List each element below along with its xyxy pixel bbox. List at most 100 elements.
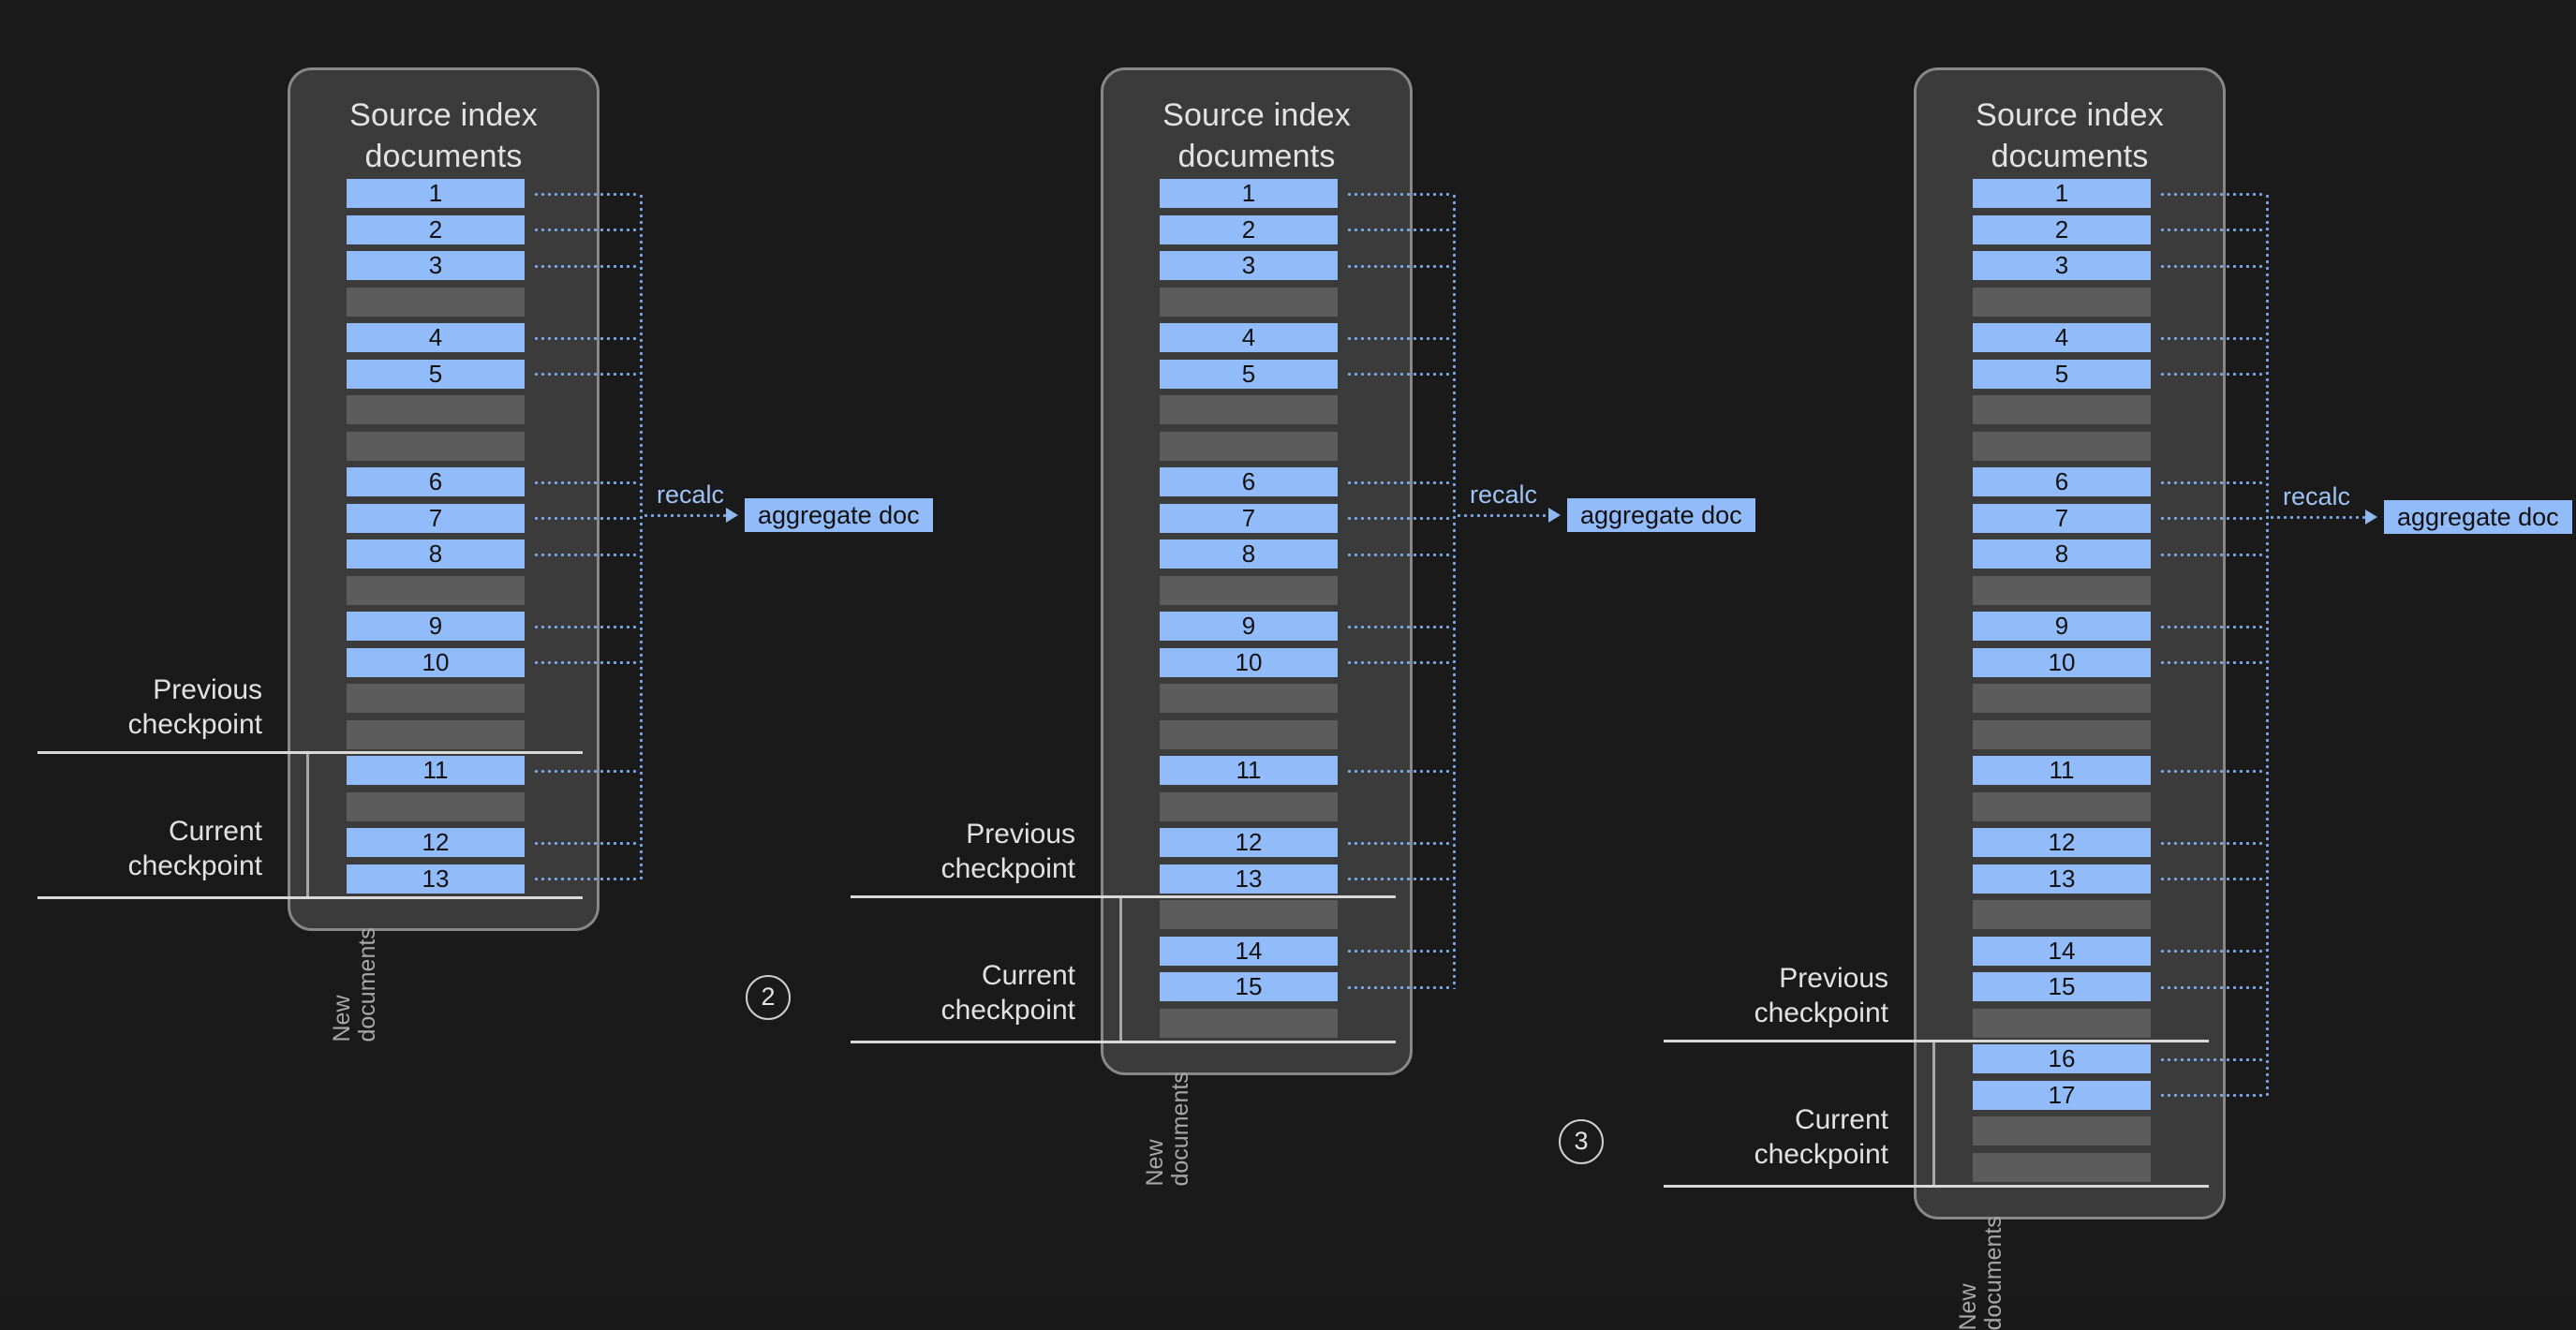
document-row: 11 — [1973, 756, 2151, 785]
new-documents-label: New documents — [1956, 1186, 2006, 1330]
new-documents-label: New documents — [1143, 1042, 1193, 1187]
document-connector-line — [2159, 229, 2266, 231]
document-row: 8 — [1973, 539, 2151, 569]
document-row: 2 — [1160, 215, 1338, 244]
recalc-arrow-line — [2269, 516, 2366, 519]
previous-checkpoint-rule — [1664, 1040, 2209, 1042]
document-row: 11 — [1160, 756, 1338, 785]
deleted-slot-row — [1160, 432, 1338, 461]
document-connector-line — [533, 661, 640, 664]
recalc-arrowhead-icon — [2365, 510, 2377, 525]
previous-checkpoint-rule — [851, 895, 1396, 898]
document-connector-line — [2159, 481, 2266, 484]
deleted-slot-row — [347, 720, 525, 749]
document-connector-line — [1346, 337, 1453, 340]
document-connector-line — [2159, 661, 2266, 664]
deleted-slot-row — [1973, 1009, 2151, 1038]
document-connector-line — [1346, 373, 1453, 376]
deleted-slot-row — [1160, 288, 1338, 317]
recalc-arrow-line — [1456, 514, 1549, 517]
recalc-label: recalc — [2283, 482, 2350, 510]
document-connector-line — [1346, 193, 1453, 196]
document-row: 14 — [1973, 937, 2151, 966]
document-row: 12 — [1973, 828, 2151, 857]
document-connector-line — [533, 193, 640, 196]
document-connector-line — [533, 481, 640, 484]
document-connector-line — [1346, 986, 1453, 989]
deleted-slot-row — [347, 432, 525, 461]
deleted-slot-row — [1160, 684, 1338, 713]
document-connector-line — [1346, 661, 1453, 664]
document-row: 8 — [347, 539, 525, 569]
document-connector-line — [533, 337, 640, 340]
document-connector-line — [1346, 229, 1453, 231]
deleted-slot-row — [1973, 1116, 2151, 1145]
document-connector-line — [2159, 554, 2266, 556]
new-documents-label: New documents — [330, 897, 380, 1042]
previous-checkpoint-rule — [37, 751, 583, 754]
document-row: 4 — [1973, 323, 2151, 352]
deleted-slot-row — [1973, 432, 2151, 461]
document-connector-line — [533, 554, 640, 556]
document-row: 1 — [1160, 179, 1338, 208]
document-connector-line — [533, 265, 640, 268]
deleted-slot-row — [1973, 576, 2151, 605]
document-row: 9 — [1973, 612, 2151, 641]
document-row: 4 — [347, 323, 525, 352]
recalc-label: recalc — [657, 480, 724, 509]
document-connector-line — [1346, 770, 1453, 773]
document-row: 4 — [1160, 323, 1338, 352]
previous-checkpoint-label: Previous checkpoint — [1607, 961, 1888, 1030]
document-connector-line — [1346, 481, 1453, 484]
document-row: 17 — [1973, 1081, 2151, 1110]
document-row: 3 — [1973, 251, 2151, 280]
document-row: 6 — [347, 467, 525, 496]
aggregate-doc-box: aggregate doc — [1567, 498, 1755, 532]
document-connector-line — [2159, 770, 2266, 773]
document-row: 10 — [1973, 648, 2151, 677]
aggregation-bus-line — [640, 193, 643, 881]
document-row: 15 — [1160, 972, 1338, 1001]
deleted-slot-row — [347, 684, 525, 713]
current-checkpoint-rule — [851, 1041, 1396, 1043]
deleted-slot-row — [1973, 288, 2151, 317]
current-checkpoint-label: Current checkpoint — [794, 958, 1075, 1027]
document-connector-line — [1346, 517, 1453, 520]
deleted-slot-row — [1973, 792, 2151, 821]
recalc-arrow-line — [643, 514, 727, 517]
document-connector-line — [2159, 373, 2266, 376]
document-row: 2 — [347, 215, 525, 244]
document-connector-line — [2159, 842, 2266, 845]
document-row: 13 — [1160, 864, 1338, 894]
document-connector-line — [2159, 337, 2266, 340]
document-row: 7 — [347, 504, 525, 533]
deleted-slot-row — [1160, 792, 1338, 821]
document-connector-line — [1346, 950, 1453, 953]
document-connector-line — [533, 770, 640, 773]
document-row: 13 — [347, 864, 525, 894]
deleted-slot-row — [1973, 684, 2151, 713]
panel-title: Source index documents — [1103, 95, 1410, 177]
document-row: 14 — [1160, 937, 1338, 966]
document-row: 6 — [1160, 467, 1338, 496]
document-row: 12 — [347, 828, 525, 857]
deleted-slot-row — [347, 288, 525, 317]
document-row: 7 — [1160, 504, 1338, 533]
document-row: 9 — [347, 612, 525, 641]
document-row: 3 — [1160, 251, 1338, 280]
document-connector-line — [2159, 265, 2266, 268]
deleted-slot-row — [1973, 395, 2151, 424]
current-checkpoint-label: Current checkpoint — [1607, 1102, 1888, 1172]
document-connector-line — [533, 878, 640, 880]
document-row: 5 — [347, 360, 525, 389]
aggregation-bus-line — [2266, 193, 2269, 1098]
document-row: 11 — [347, 756, 525, 785]
previous-checkpoint-label: Previous checkpoint — [794, 817, 1075, 886]
document-connector-line — [2159, 193, 2266, 196]
deleted-slot-row — [1160, 720, 1338, 749]
recalc-arrowhead-icon — [726, 508, 738, 523]
recalc-label: recalc — [1470, 480, 1537, 509]
document-row: 16 — [1973, 1044, 2151, 1073]
deleted-slot-row — [1160, 395, 1338, 424]
